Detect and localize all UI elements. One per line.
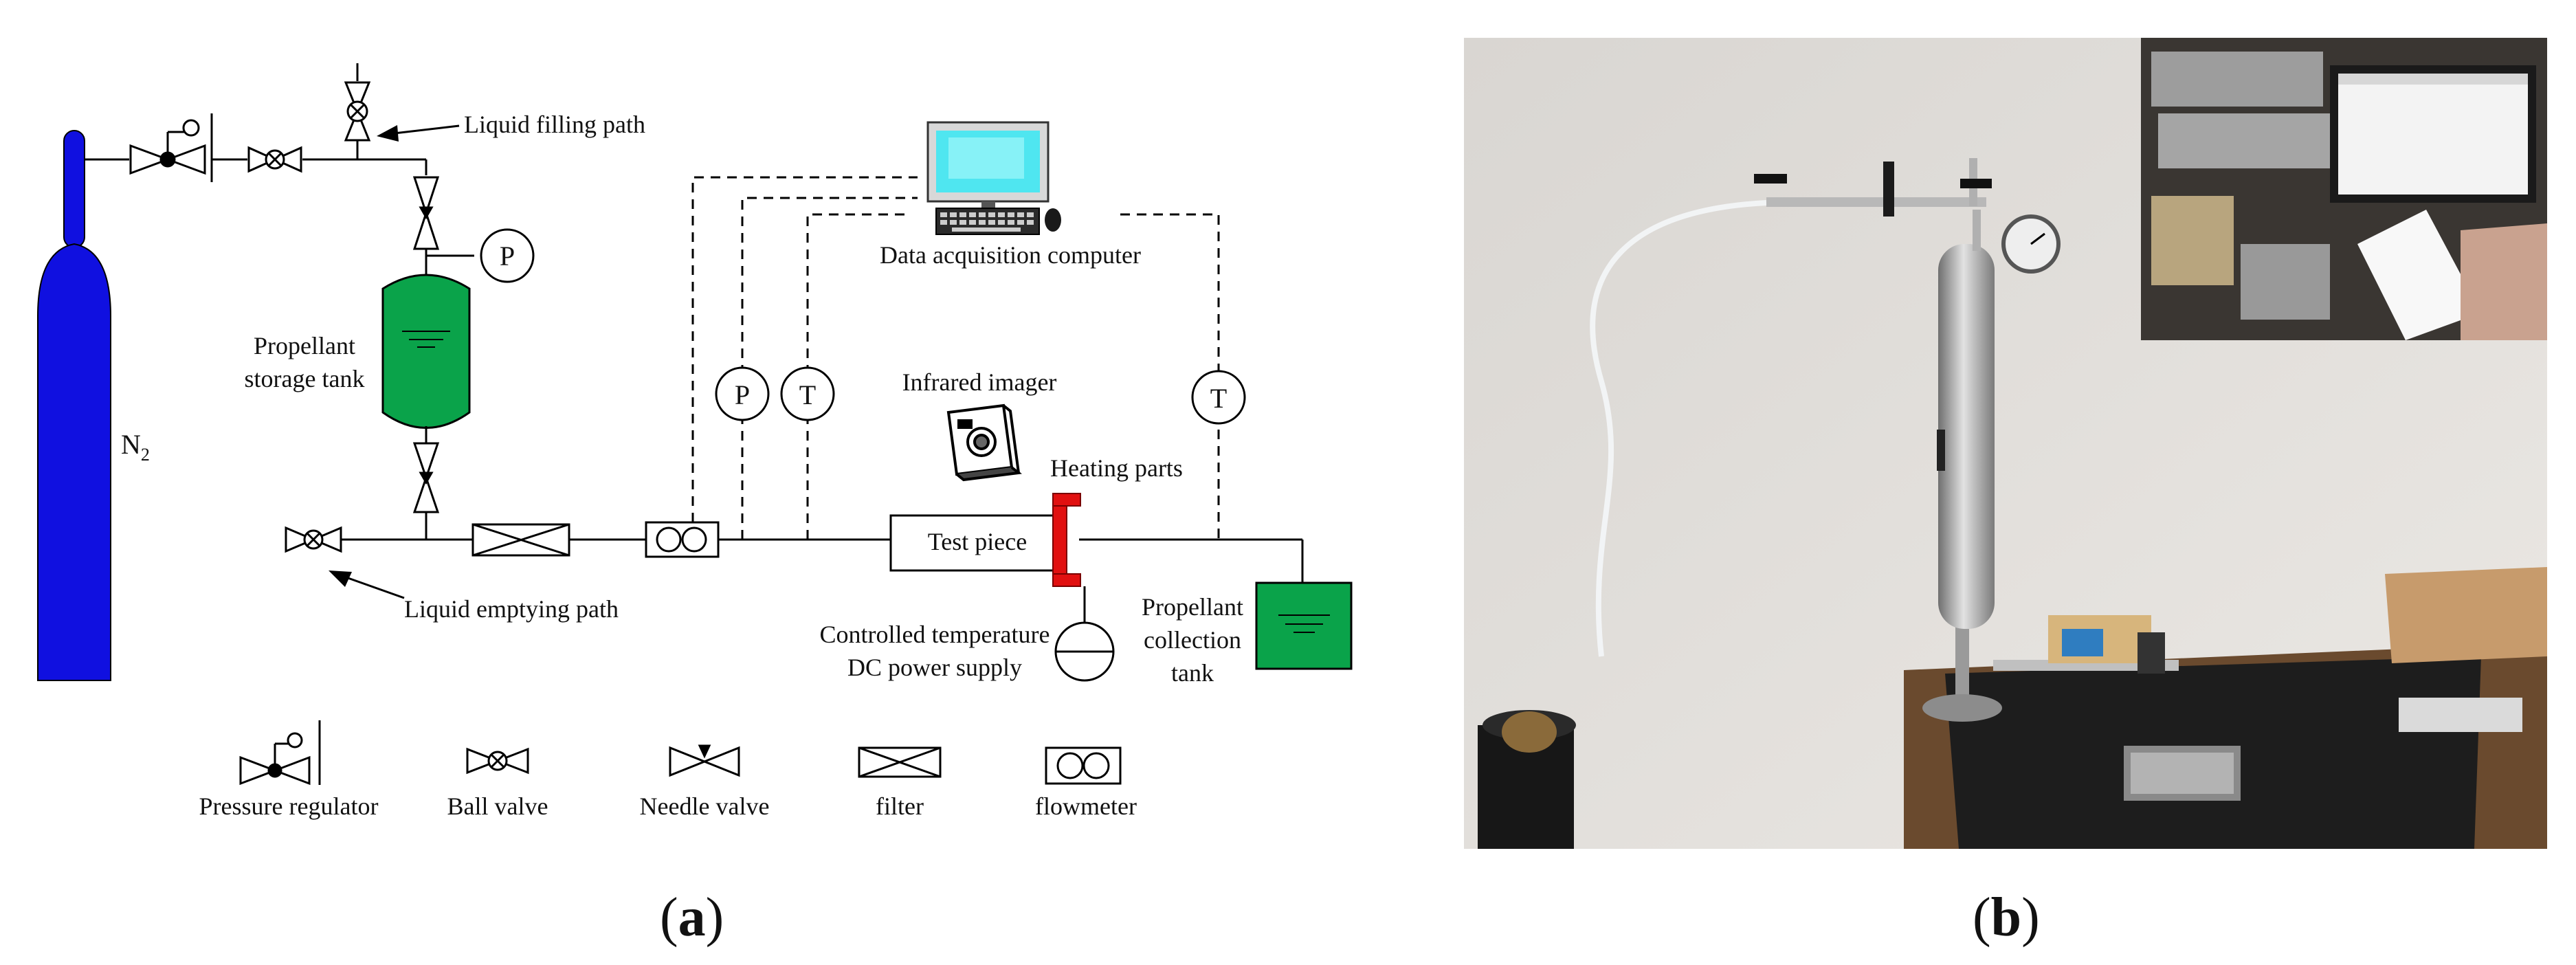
nitrogen-label: N2	[121, 429, 150, 465]
collection-tank-label-line2: collection	[1144, 626, 1241, 654]
infrared-camera-icon	[946, 403, 1022, 482]
dc-power-supply-symbol	[1054, 586, 1115, 682]
liquid-filling-path-label: Liquid filling path	[464, 111, 645, 138]
lower-needle-valve	[412, 426, 440, 540]
legend-filter-label: filter	[876, 792, 924, 820]
propellant-storage-tank	[381, 274, 471, 429]
legend-flowmeter-label: flowmeter	[1035, 792, 1137, 820]
emptying-ball-valve	[285, 526, 342, 553]
liquid-emptying-arrow	[329, 570, 405, 599]
legend-pressure-regulator	[239, 720, 321, 786]
test-piece-label: Test piece	[928, 528, 1027, 555]
outlet-temperature-sensor-label: T	[1210, 383, 1227, 414]
collection-tank-label-line1: Propellant	[1142, 593, 1243, 621]
propellant-collection-tank	[1255, 581, 1353, 670]
pressure-regulator-symbol	[129, 113, 213, 182]
legend-filter	[858, 746, 942, 778]
legend-needle-valve	[669, 744, 740, 777]
infrared-imager-label: Infrared imager	[902, 368, 1057, 396]
liquid-filling-arrow	[377, 124, 460, 142]
legend-flowmeter	[1045, 746, 1122, 785]
storage-tank-label-line2: storage tank	[245, 365, 365, 392]
legend-ball-valve-label: Ball valve	[447, 792, 548, 820]
heating-parts	[1052, 493, 1081, 587]
line-pressure-sensor-label: P	[735, 379, 750, 410]
inlet-temperature-sensor-label: T	[799, 379, 816, 410]
legend-needle-valve-label: Needle valve	[640, 792, 770, 820]
flowmeter-symbol	[645, 521, 720, 558]
data-acquisition-computer-label: Data acquisition computer	[880, 241, 1141, 269]
inlet-temperature-sensor	[780, 366, 835, 421]
outlet-temperature-sensor	[1191, 370, 1246, 425]
power-supply-label-line2: DC power supply	[847, 654, 1022, 681]
experimental-system-schematic: N2 Liquid filling path	[37, 63, 1353, 820]
experimental-setup-photo	[1464, 38, 2547, 849]
nitrogen-gas-cylinder	[37, 130, 111, 681]
power-supply-label-line1: Controlled temperature	[820, 621, 1050, 648]
legend-pressure-regulator-label: Pressure regulator	[199, 792, 379, 820]
signal-lines	[691, 176, 1220, 540]
upper-needle-valve	[412, 176, 474, 275]
liquid-emptying-path-label: Liquid emptying path	[404, 595, 619, 623]
line-pressure-sensor	[715, 366, 770, 421]
computer-icon	[926, 121, 1061, 235]
filter-symbol	[471, 523, 570, 557]
collection-tank-label-line3: tank	[1171, 659, 1214, 687]
test-piece-box	[889, 514, 1065, 572]
tank-pressure-gauge	[480, 228, 535, 283]
ball-valve-symbol	[247, 146, 302, 173]
legend-ball-valve	[466, 747, 529, 775]
main-flow-line	[313, 538, 1304, 583]
storage-tank-label-line1: Propellant	[254, 332, 355, 359]
photo-illustration	[1464, 38, 2547, 849]
heating-parts-label: Heating parts	[1050, 454, 1183, 482]
filling-ball-valve	[344, 63, 371, 142]
panel-b-caption: (b)	[1973, 887, 2040, 948]
panel-a-caption: (a)	[660, 887, 724, 948]
tank-pressure-gauge-label: P	[500, 241, 515, 271]
